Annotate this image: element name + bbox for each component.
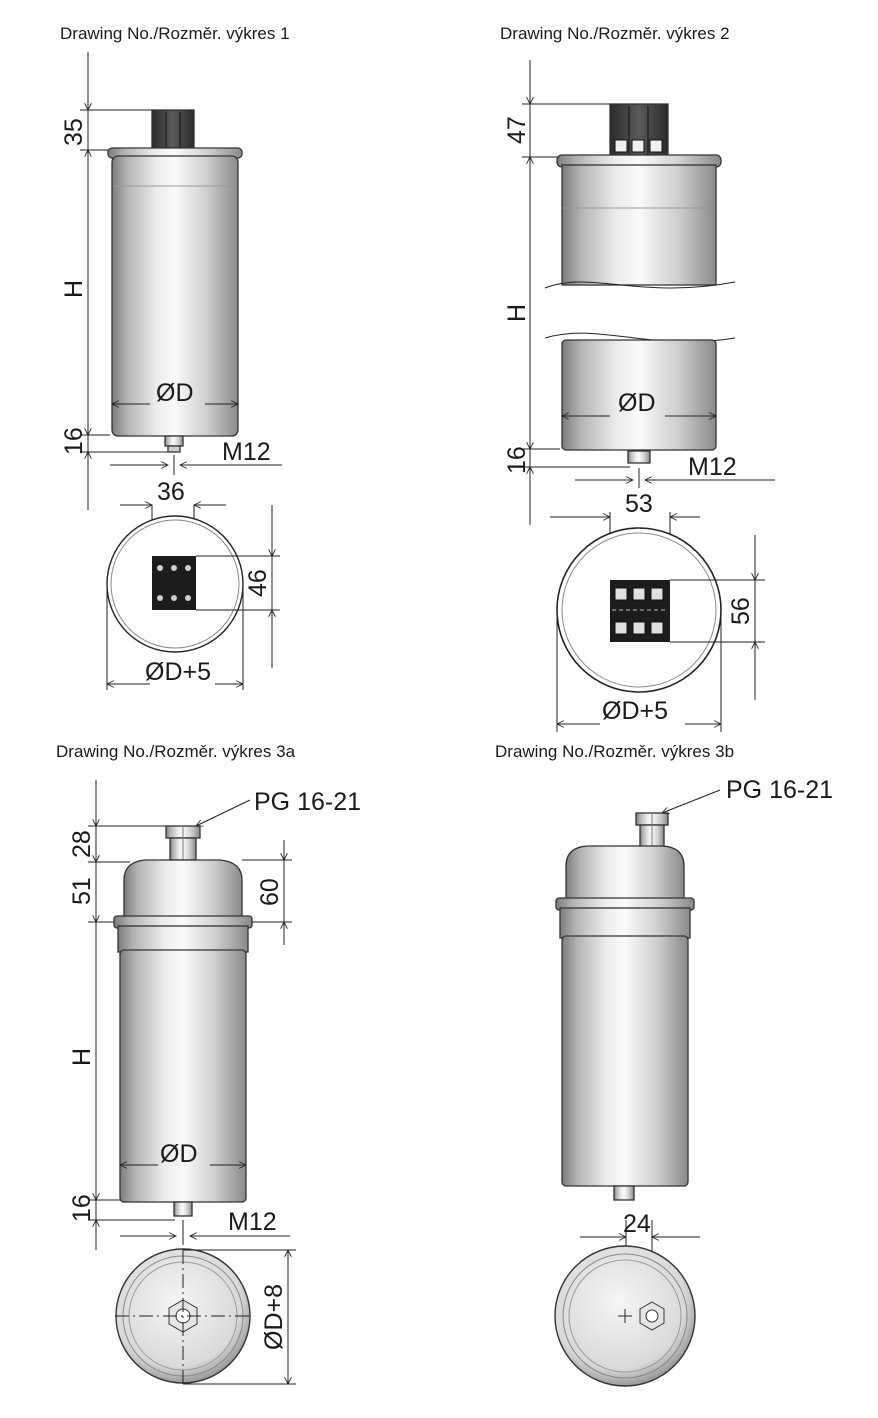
top-cap: [123, 859, 243, 919]
dim-46: 46: [244, 569, 272, 597]
drawing-2: Drawing No./Rozměr. výkres 2 47 H 16 ØD: [500, 24, 775, 732]
dim-diameter: ØD: [156, 379, 194, 407]
dim-16: 16: [60, 427, 88, 455]
label-pg-3a: PG 16-21: [254, 788, 361, 816]
top-view-terminal: [152, 556, 196, 610]
label-pg-3b: PG 16-21: [726, 776, 833, 804]
top-cap-3b: [565, 845, 685, 901]
dim-16-3a: 16: [68, 1194, 96, 1222]
dim-h: H: [60, 280, 88, 298]
dim-35: 35: [60, 118, 88, 146]
dim-outer-diameter: ØD+5: [145, 658, 211, 686]
drawing-3a: Drawing No./Rozměr. výkres 3a 28 51 H 16…: [56, 742, 361, 1385]
dim-53: 53: [625, 490, 653, 518]
mounting-bolt: [164, 435, 184, 447]
dim-16-2: 16: [503, 446, 531, 474]
dim-outer-diameter-2: ØD+5: [602, 697, 668, 725]
dim-56: 56: [727, 597, 755, 625]
dim-47: 47: [503, 116, 531, 144]
mounting-bolt-2: [627, 450, 651, 464]
dim-h-2: H: [503, 304, 531, 322]
dim-m12-2: M12: [688, 453, 737, 481]
drawing-2-title: Drawing No./Rozměr. výkres 2: [500, 24, 730, 43]
capacitor-body-3b: [561, 935, 689, 1187]
dim-h-3a: H: [68, 1048, 96, 1066]
capacitor-body-upper: [561, 164, 717, 286]
drawing-1-title: Drawing No./Rozměr. výkres 1: [60, 24, 290, 43]
drawing-3a-title: Drawing No./Rozměr. výkres 3a: [56, 742, 296, 761]
dim-m12-3a: M12: [228, 1208, 277, 1236]
drawing-1: Drawing No./Rozměr. výkres 1 35 H 16 ØD: [60, 24, 290, 690]
dim-28: 28: [68, 830, 96, 858]
dim-outer-diameter-3a: ØD+8: [260, 1284, 288, 1350]
drawing-3b: Drawing No./Rozměr. výkres 3b PG 16-21 2…: [495, 742, 833, 1387]
dim-60: 60: [256, 878, 284, 906]
mounting-bolt-3b: [613, 1185, 635, 1201]
terminal-block: [151, 109, 195, 151]
dim-m12: M12: [222, 438, 271, 466]
drawing-3b-title: Drawing No./Rozměr. výkres 3b: [495, 742, 734, 761]
dim-diameter-2: ØD: [618, 389, 656, 417]
dim-24: 24: [623, 1210, 651, 1238]
dim-36: 36: [157, 478, 185, 506]
dim-diameter-3a: ØD: [160, 1140, 198, 1168]
capacitor-body-lower: [561, 339, 717, 451]
mounting-bolt-3a: [173, 1201, 193, 1217]
dim-51: 51: [68, 877, 96, 905]
